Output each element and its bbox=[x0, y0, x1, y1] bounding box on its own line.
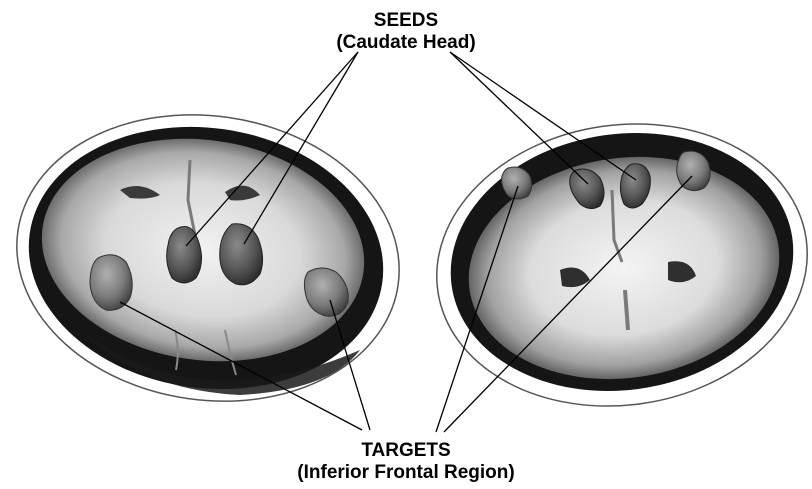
right-target-roi-1 bbox=[502, 167, 532, 199]
right-brain-slice bbox=[418, 100, 812, 429]
targets-subtitle: (Inferior Frontal Region) bbox=[256, 462, 556, 484]
targets-label: TARGETS (Inferior Frontal Region) bbox=[256, 440, 556, 484]
targets-title: TARGETS bbox=[256, 440, 556, 462]
seeds-title: SEEDS bbox=[306, 10, 506, 32]
seeds-label: SEEDS (Caudate Head) bbox=[306, 10, 506, 54]
left-target-roi-1 bbox=[90, 255, 132, 310]
left-brain-slice bbox=[0, 91, 418, 426]
seeds-subtitle: (Caudate Head) bbox=[306, 32, 506, 54]
